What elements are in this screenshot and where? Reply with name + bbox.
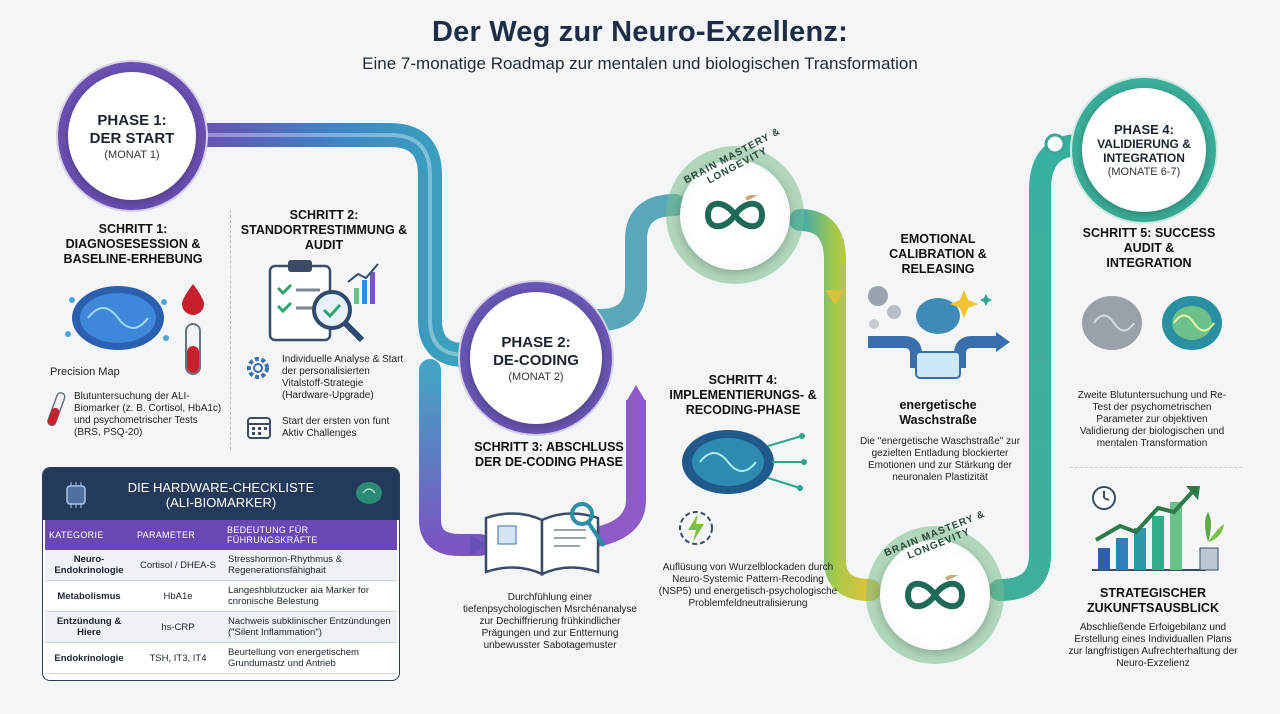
blood-sample-icon — [47, 392, 66, 427]
energy-bolt-icon — [679, 511, 713, 545]
step-2-item-1: Individuelle Analyse & Start der persona… — [282, 354, 404, 401]
column-header: KATEGORIE — [45, 520, 133, 550]
table-row: Entzündung & Hiere hs-CRP Nachweis subkl… — [45, 611, 397, 643]
step-2-title: SCHRITT 2: STANDORTRESTIMMUNG & AUDIT — [240, 208, 408, 252]
test-tube-icon — [185, 323, 201, 375]
phase-4-circle: PHASE 4: VALIDIERUNG & INTEGRATION (MONA… — [1082, 88, 1206, 212]
checklist-title-line-1: DIE HARDWARE-CHECKLISTE — [127, 480, 315, 495]
table-cell: Endokrinologie — [45, 642, 133, 674]
calendar-icon — [247, 417, 271, 439]
table-header-row: KATEGORIE PARAMETER BEDEUTUNG FÜR FÜHRUN… — [45, 520, 397, 550]
wash-street-icon — [868, 286, 1010, 379]
step-1-blood-text: Blutuntersuchung der ALI-Biomarker (z. B… — [74, 391, 222, 438]
table-cell: Nachweis subklinischer Entzündungen ("Si… — [223, 611, 397, 643]
checklist-header: DIE HARDWARE-CHECKLISTE (ALI-BIOMARKER) — [43, 468, 399, 520]
checklist-title: DIE HARDWARE-CHECKLISTE (ALI-BIOMARKER) — [43, 480, 399, 510]
infinity-icon — [904, 575, 966, 610]
brain-network-icon — [65, 286, 169, 350]
hardware-checklist: DIE HARDWARE-CHECKLISTE (ALI-BIOMARKER) … — [42, 467, 400, 681]
table-row: Metabolismus HbA1e Langeshblutzucker aia… — [45, 580, 397, 612]
brain-comparison-icon — [1082, 296, 1222, 350]
outlook-text: Abschließende Erfoigebilanz und Erstellu… — [1068, 622, 1238, 669]
emotional-text: Die "energetische Waschstraße" zur gezie… — [859, 436, 1021, 483]
phase-1-name: DER START — [89, 129, 175, 147]
table-cell: TSH, IT3, IT4 — [133, 642, 223, 674]
table-cell: Metabolismus — [45, 580, 133, 612]
step-1-title: SCHRITT 1: DIAGNOSESESSION & BASELINE-ER… — [63, 222, 203, 266]
blood-drop-icon — [182, 284, 204, 315]
table-cell: Entzündung & Hiere — [45, 611, 133, 643]
emotional-subtitle: energetische Waschstraße — [899, 398, 977, 427]
step-5-title: SCHRITT 5: SUCCESS AUDIT & INTEGRATION — [1082, 226, 1216, 270]
page-subtitle: Eine 7-monatige Roadmap zur mentalen und… — [362, 54, 918, 73]
checklist-title-line-2: (ALI-BIOMARKER) — [165, 495, 277, 510]
growth-chart-icon — [1092, 486, 1224, 571]
table-row: Endokrinologie TSH, IT3, IT4 Beurtellung… — [45, 642, 397, 674]
brain-icon — [356, 482, 382, 504]
phase-4-title: PHASE 4: — [1114, 122, 1174, 137]
section-divider — [1070, 467, 1242, 468]
phase-2-title: PHASE 2: — [501, 333, 571, 351]
phase-2-month: (MONAT 2) — [508, 370, 564, 383]
book-key-icon — [484, 502, 606, 576]
chip-icon — [66, 482, 86, 508]
step-3-title: SCHRITT 3: ABSCHLUSS DER DE-CODING PHASE — [474, 440, 624, 469]
phase-1-month: (MONAT 1) — [104, 148, 160, 161]
step-3-text: Durchfühlung einer tiefenpsychologischen… — [463, 592, 637, 651]
brain-circuit-icon — [682, 430, 807, 494]
step-divider — [230, 210, 231, 450]
clipboard-audit-icon — [268, 260, 379, 343]
emotional-title: EMOTIONAL CALIBRATION & RELEASING — [889, 232, 987, 276]
phase-1-circle: PHASE 1: DER START (MONAT 1) — [68, 72, 196, 200]
brand-logo-bottom — [880, 540, 990, 650]
outlook-title: STRATEGISCHER ZUKUNFTSAUSBLICK — [1087, 586, 1219, 615]
phase-4-name: VALIDIERUNG & INTEGRATION — [1097, 137, 1191, 165]
infinity-icon — [704, 195, 766, 230]
table-cell: Stresshormon-Rhythmus & Regenerationsfäh… — [223, 550, 397, 581]
table-cell: Beurtellung von energetischem Grundumast… — [223, 642, 397, 674]
column-header: PARAMETER — [133, 520, 223, 550]
phase-4-month: (MONATE 6-7) — [1107, 166, 1181, 178]
step-4-text: Auflüsung von Wurzelblockaden durch Neur… — [658, 562, 838, 609]
page-title: Der Weg zur Neuro-Exzellenz: — [432, 16, 848, 48]
gear-icon — [247, 357, 269, 379]
table-cell: Neuro-Endokrinologie — [45, 550, 133, 581]
checklist-table: KATEGORIE PARAMETER BEDEUTUNG FÜR FÜHRUN… — [45, 520, 397, 674]
phase-1-title: PHASE 1: — [97, 111, 167, 129]
table-cell: Langeshblutzucker aia Marker for cnronis… — [223, 580, 397, 612]
table-cell: HbA1e — [133, 580, 223, 612]
column-header: BEDEUTUNG FÜR FÜHRUNGSKRÄFTE — [223, 520, 397, 550]
precision-map-label: Precision Map — [50, 366, 120, 378]
brand-logo-top — [680, 160, 790, 270]
step-5-text: Zweite Blutuntersuchung und Re-Test der … — [1077, 390, 1227, 449]
phase-2-circle: PHASE 2: DE-CODING (MONAT 2) — [470, 292, 602, 424]
step-4-title: SCHRITT 4: IMPLEMENTIERUNGS- & RECODING-… — [669, 373, 817, 417]
table-cell: Cortisol / DHEA-S — [133, 550, 223, 581]
step-2-item-2: Start der ersten von funt Aktiv Challeng… — [282, 416, 390, 439]
phase-2-name: DE-CODING — [493, 351, 579, 369]
table-cell: hs-CRP — [133, 611, 223, 643]
table-row: Neuro-Endokrinologie Cortisol / DHEA-S S… — [45, 550, 397, 581]
